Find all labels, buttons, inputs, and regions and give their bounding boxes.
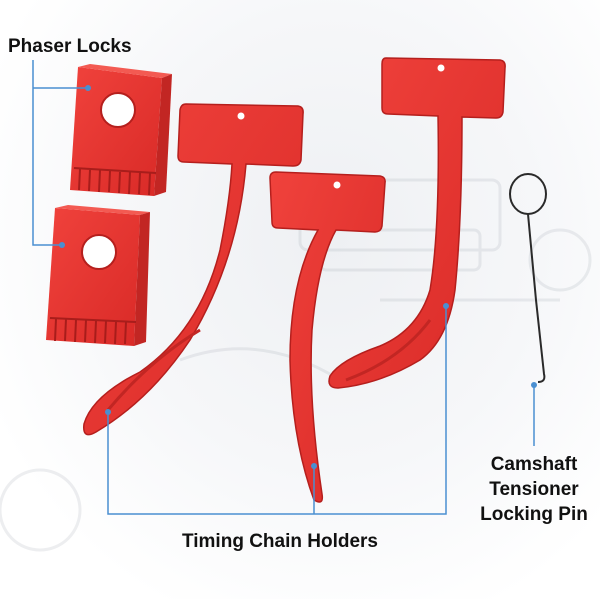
phaser-locks-label: Phaser Locks (8, 36, 132, 57)
phaser-lock-top (70, 64, 172, 196)
callout-dots (59, 85, 537, 469)
callout-lines (32, 60, 535, 515)
engine-background (0, 178, 592, 552)
camshaft-pin-label: Camshaft Tensioner Locking Pin (472, 452, 596, 527)
camshaft-locking-pin (509, 173, 547, 383)
timing-chain-holders-label: Timing Chain Holders (182, 531, 379, 552)
camshaft-pin-label-line-1: Camshaft (490, 454, 578, 475)
camshaft-pin-label-line-2: Tensioner (489, 479, 579, 500)
camshaft-pin-label-line-3: Locking Pin (480, 504, 588, 525)
timing-chain-holder-left (83, 103, 304, 436)
phaser-lock-bottom (46, 205, 150, 346)
timing-chain-holder-right (328, 57, 506, 389)
timing-chain-holder-middle (269, 171, 386, 503)
